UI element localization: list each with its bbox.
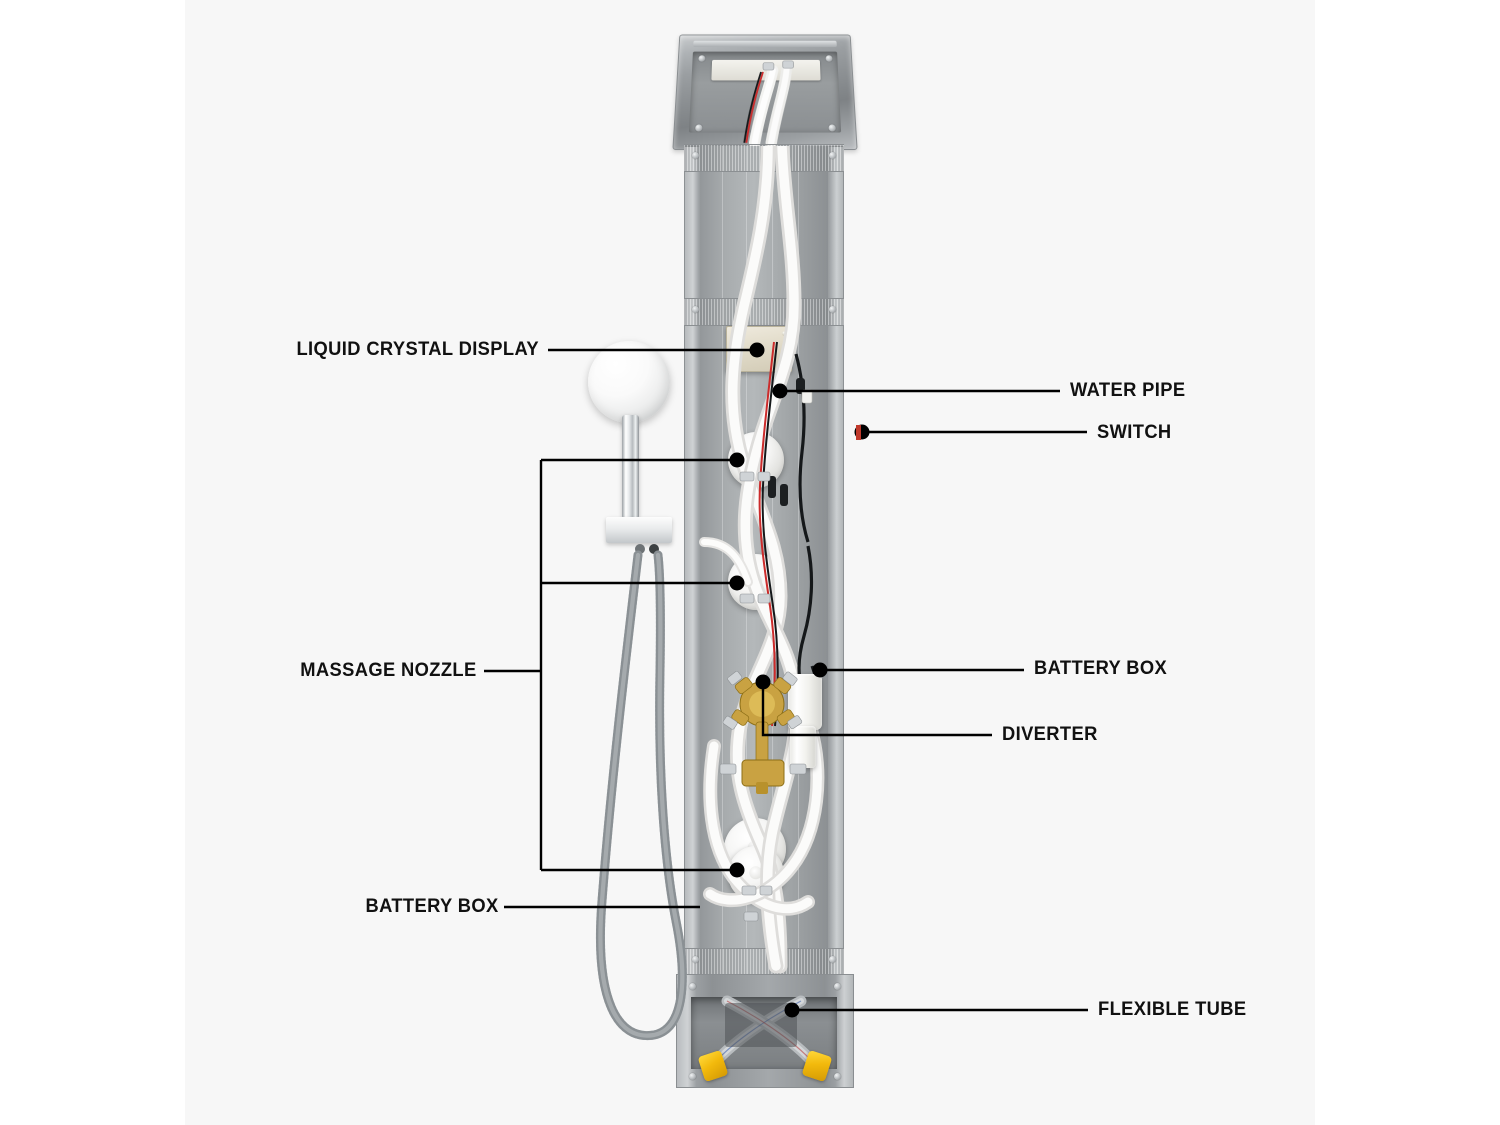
hand-shower-bracket — [606, 517, 672, 543]
base-housing — [676, 974, 854, 1088]
label-battery-box-right[interactable]: BATTERY BOX — [1034, 657, 1168, 679]
hand-shower-head — [588, 341, 670, 423]
frame-rail-upper — [684, 298, 844, 326]
shower-hose — [595, 544, 687, 1041]
label-liquid-crystal-display[interactable]: LIQUID CRYSTAL DISPLAY — [296, 338, 539, 360]
label-flexible-tube[interactable]: FLEXIBLE TUBE — [1098, 998, 1247, 1020]
hand-shower-handle — [622, 415, 639, 519]
label-water-pipe[interactable]: WATER PIPE — [1070, 379, 1186, 401]
label-diverter[interactable]: DIVERTER — [1002, 723, 1098, 745]
label-switch[interactable]: SWITCH — [1097, 421, 1172, 443]
shower-panel-product — [668, 30, 858, 1090]
label-massage-nozzle[interactable]: MASSAGE NOZZLE — [300, 659, 477, 681]
tower-body — [684, 144, 844, 976]
label-battery-box-left[interactable]: BATTERY BOX — [365, 895, 499, 917]
internal-plumbing — [699, 146, 825, 974]
top-cap-housing — [672, 34, 858, 151]
brass-diverter-assembly — [719, 671, 807, 794]
frame-rail-lower — [684, 948, 844, 976]
handheld-shower-assembly — [588, 341, 698, 1101]
top-cap-clamps — [673, 35, 856, 149]
